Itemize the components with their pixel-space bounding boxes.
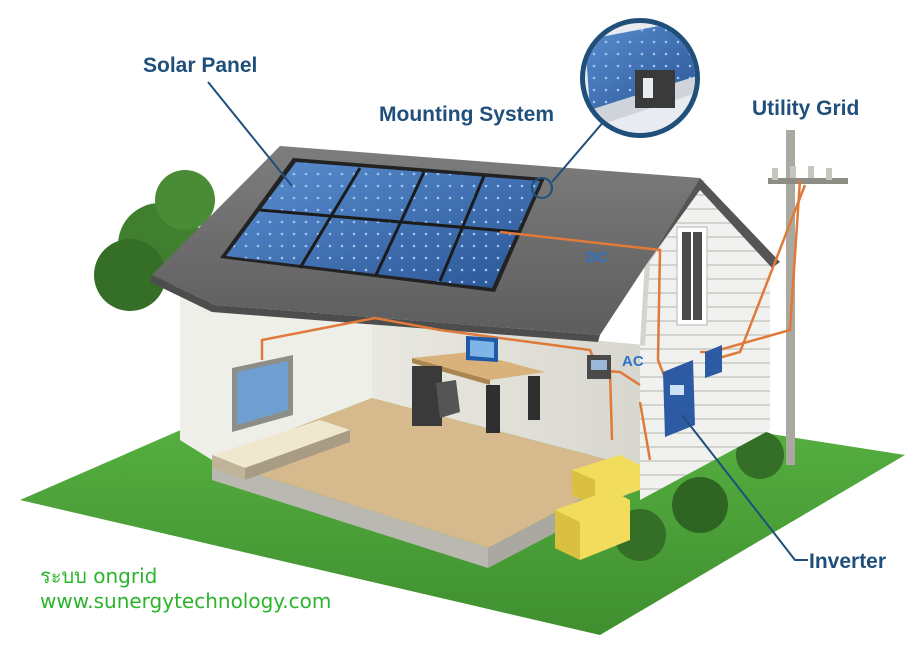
desk — [412, 336, 545, 433]
caption-website: www.sunergytechnology.com — [40, 589, 332, 613]
mounting-system-label: Mounting System — [379, 103, 555, 126]
side-window — [676, 226, 708, 326]
breaker-box — [587, 355, 611, 379]
tree-left — [94, 170, 215, 311]
caption-system-type: ระบบ ongrid — [40, 564, 158, 588]
ac-label: AC — [622, 353, 644, 370]
utility-grid-label: Utility Grid — [752, 97, 860, 120]
bench — [212, 420, 350, 480]
armchair-back — [572, 455, 640, 505]
utility-pole — [768, 130, 848, 465]
solar-panel-array — [220, 158, 545, 292]
inverter-unit — [663, 360, 695, 437]
inverter-label: Inverter — [809, 550, 887, 573]
dc-label: DC — [586, 249, 608, 266]
inverter-pointer — [681, 414, 808, 561]
solar-panel-label: Solar Panel — [143, 54, 258, 77]
solar-panel-pointer — [207, 81, 293, 187]
meter-box — [705, 345, 722, 378]
tv — [232, 355, 293, 432]
armchair-front — [555, 490, 630, 560]
mounting-detail — [531, 18, 700, 199]
